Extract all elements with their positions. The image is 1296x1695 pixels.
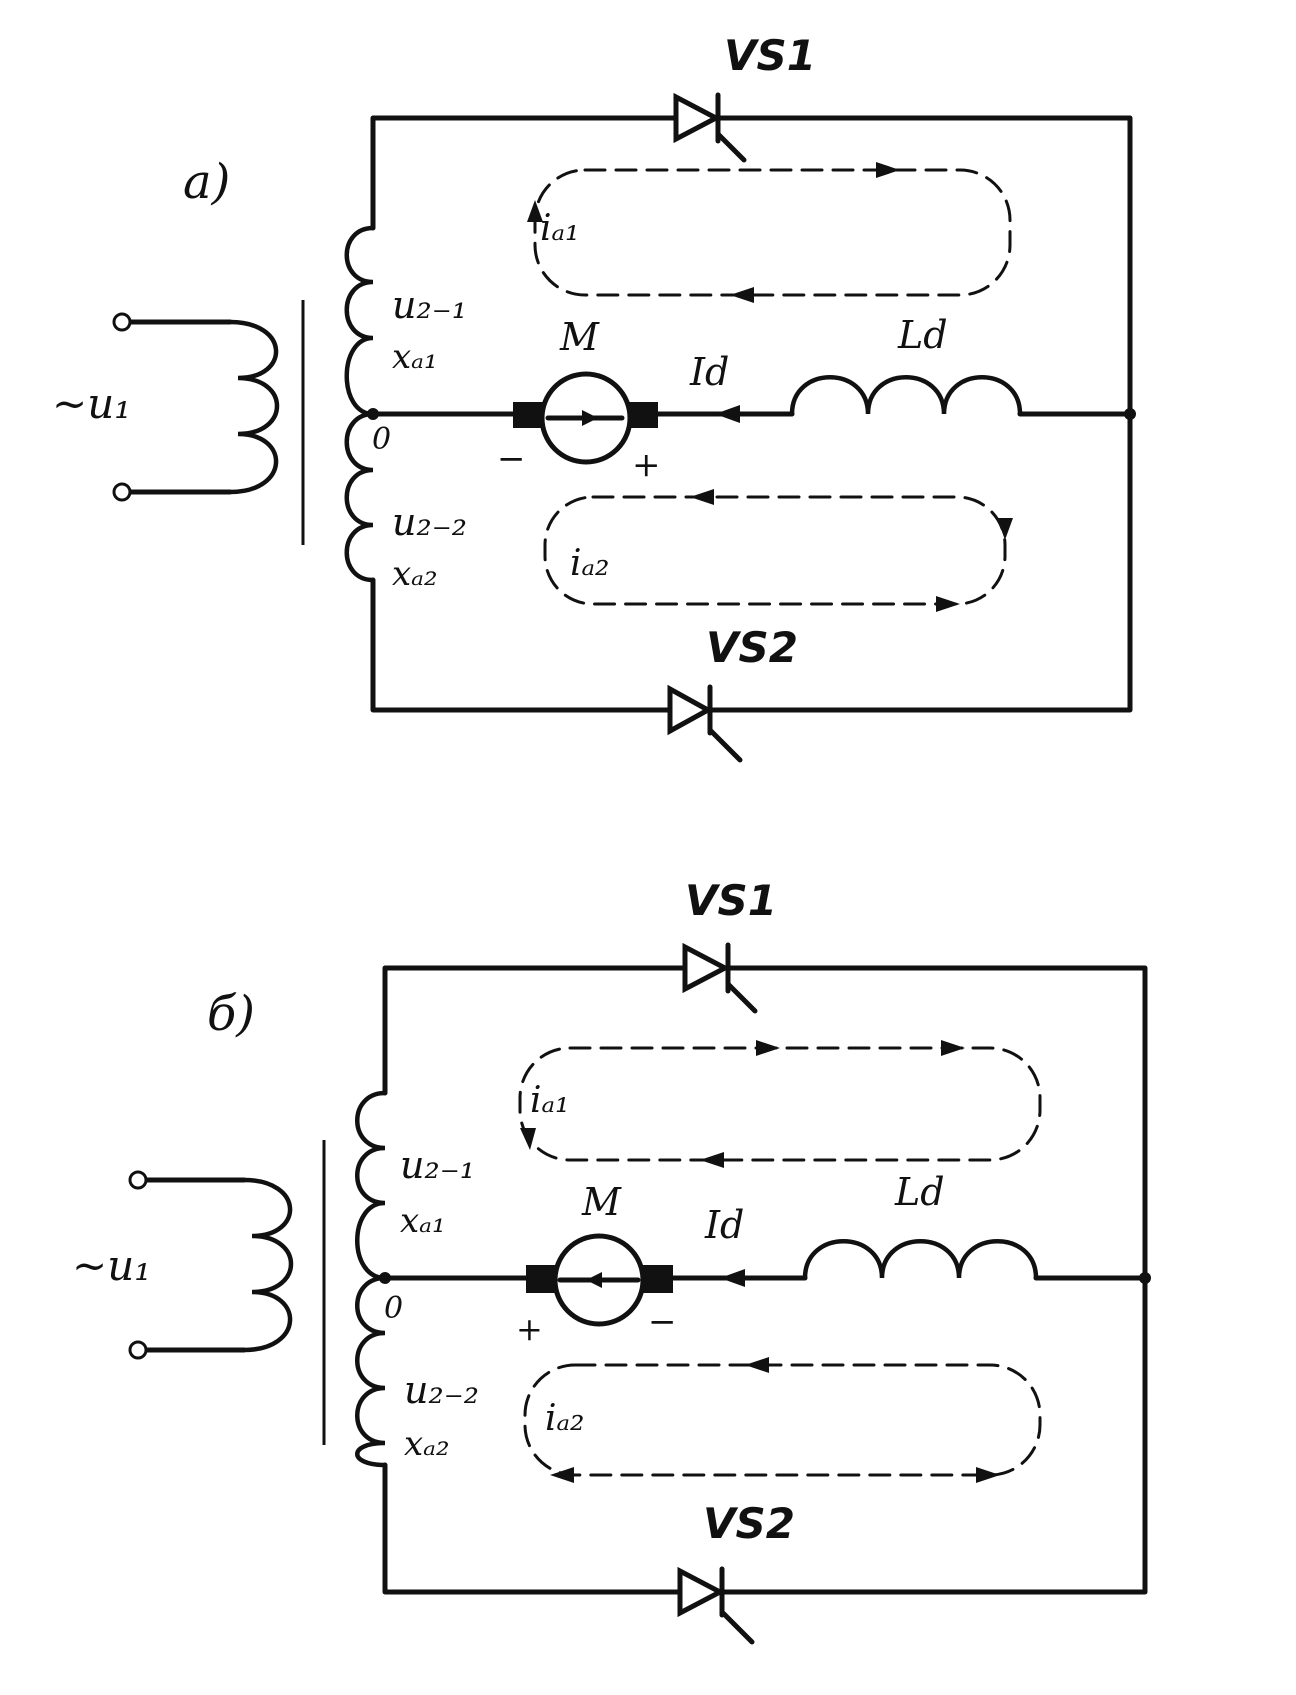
source-label-a: ~u₁ <box>52 379 131 428</box>
thyristor-icon <box>682 942 731 994</box>
thyristor-bottom-label-b: VS2 <box>703 1499 795 1548</box>
motor-right-sign-b: − <box>648 1302 677 1342</box>
secondary-winding-b: u₂₋₁ xₐ₁ 0 u₂₋₂ xₐ₂ <box>355 965 1151 1595</box>
thyristor-icon <box>667 684 714 736</box>
loop-ia1-b: iₐ₁ <box>518 1040 1042 1168</box>
motor-left-sign-b: + <box>516 1310 543 1348</box>
loop-bottom-current-b: iₐ₂ <box>545 1398 584 1439</box>
brush-icon <box>513 402 543 428</box>
thyristor-vs1-b: VS1 <box>682 876 777 1014</box>
thyristor-vs1-a: VS1 <box>673 31 816 163</box>
motor-label-a: M <box>559 315 600 359</box>
inductor-label-a: Ld <box>897 313 948 357</box>
diagram-a: а) ~u₁ u₂₋₁ xₐ₁ 0 u₂₋₂ xₐ₂ <box>52 31 1136 763</box>
winding-top-voltage-a: u₂₋₁ <box>392 283 467 327</box>
primary-winding-a: ~u₁ <box>52 312 280 502</box>
panel-label-a: а) <box>183 154 230 210</box>
primary-winding-b: ~u₁ <box>72 1170 294 1360</box>
motor-label-b: M <box>581 1180 622 1224</box>
inductor-label-b: Ld <box>894 1170 945 1214</box>
winding-top-reactance-a: xₐ₁ <box>392 337 438 377</box>
loop-ia2-b: iₐ₂ <box>523 1357 1042 1483</box>
loop-ia1-a: iₐ₁ <box>527 162 1012 303</box>
thyristor-top-label-b: VS1 <box>685 876 777 925</box>
loop-top-current-a: iₐ₁ <box>540 208 579 249</box>
winding-bottom-reactance-a: xₐ₂ <box>392 554 438 594</box>
motor-b: M + − <box>516 1180 677 1348</box>
loop-top-current-b: iₐ₁ <box>530 1080 569 1121</box>
brush-icon <box>526 1265 556 1293</box>
terminal-icon <box>128 1340 148 1360</box>
motor-a: M − + <box>497 315 661 485</box>
loop-ia2-a: iₐ₂ <box>543 489 1013 612</box>
thyristor-icon <box>677 1566 726 1618</box>
winding-bottom-reactance-b: xₐ₂ <box>404 1424 450 1464</box>
thyristor-bottom-label-a: VS2 <box>706 623 798 672</box>
rotation-arrow-icon <box>586 1272 602 1288</box>
current-arrow-icon <box>715 405 740 423</box>
diagram-b: б) ~u₁ u₂₋₁ xₐ₁ 0 u₂₋₂ xₐ₂ <box>72 876 1151 1645</box>
load-branch-b: Id Ld <box>382 1170 1148 1287</box>
loop-bottom-current-a: iₐ₂ <box>570 543 609 584</box>
terminal-icon <box>128 1170 148 1190</box>
source-label-b: ~u₁ <box>72 1241 151 1290</box>
thyristor-icon <box>673 92 722 144</box>
current-arrow-icon <box>720 1269 745 1287</box>
thyristor-top-label-a: VS1 <box>724 31 816 80</box>
terminal-icon <box>112 482 132 502</box>
load-current-label-b: Id <box>704 1203 744 1247</box>
secondary-winding-a: u₂₋₁ xₐ₁ 0 u₂₋₂ xₐ₂ <box>344 115 1136 713</box>
winding-top-reactance-b: xₐ₁ <box>400 1201 446 1241</box>
thyristor-vs2-a: VS2 <box>667 623 798 763</box>
midpoint-label-b: 0 <box>384 1291 403 1326</box>
load-current-label-a: Id <box>689 350 729 394</box>
winding-top-voltage-b: u₂₋₁ <box>400 1143 475 1187</box>
motor-left-sign-a: − <box>497 439 526 479</box>
winding-bottom-voltage-a: u₂₋₂ <box>392 500 467 544</box>
terminal-icon <box>112 312 132 332</box>
brush-icon <box>643 1265 673 1293</box>
thyristor-vs2-b: VS2 <box>677 1499 795 1645</box>
brush-icon <box>628 402 658 428</box>
rotation-arrow-icon <box>582 410 598 426</box>
load-branch-a: Id Ld <box>370 313 1133 423</box>
motor-right-sign-a: + <box>632 445 661 485</box>
winding-bottom-voltage-b: u₂₋₂ <box>404 1368 479 1412</box>
panel-label-b: б) <box>207 986 255 1042</box>
midpoint-label-a: 0 <box>372 422 391 457</box>
